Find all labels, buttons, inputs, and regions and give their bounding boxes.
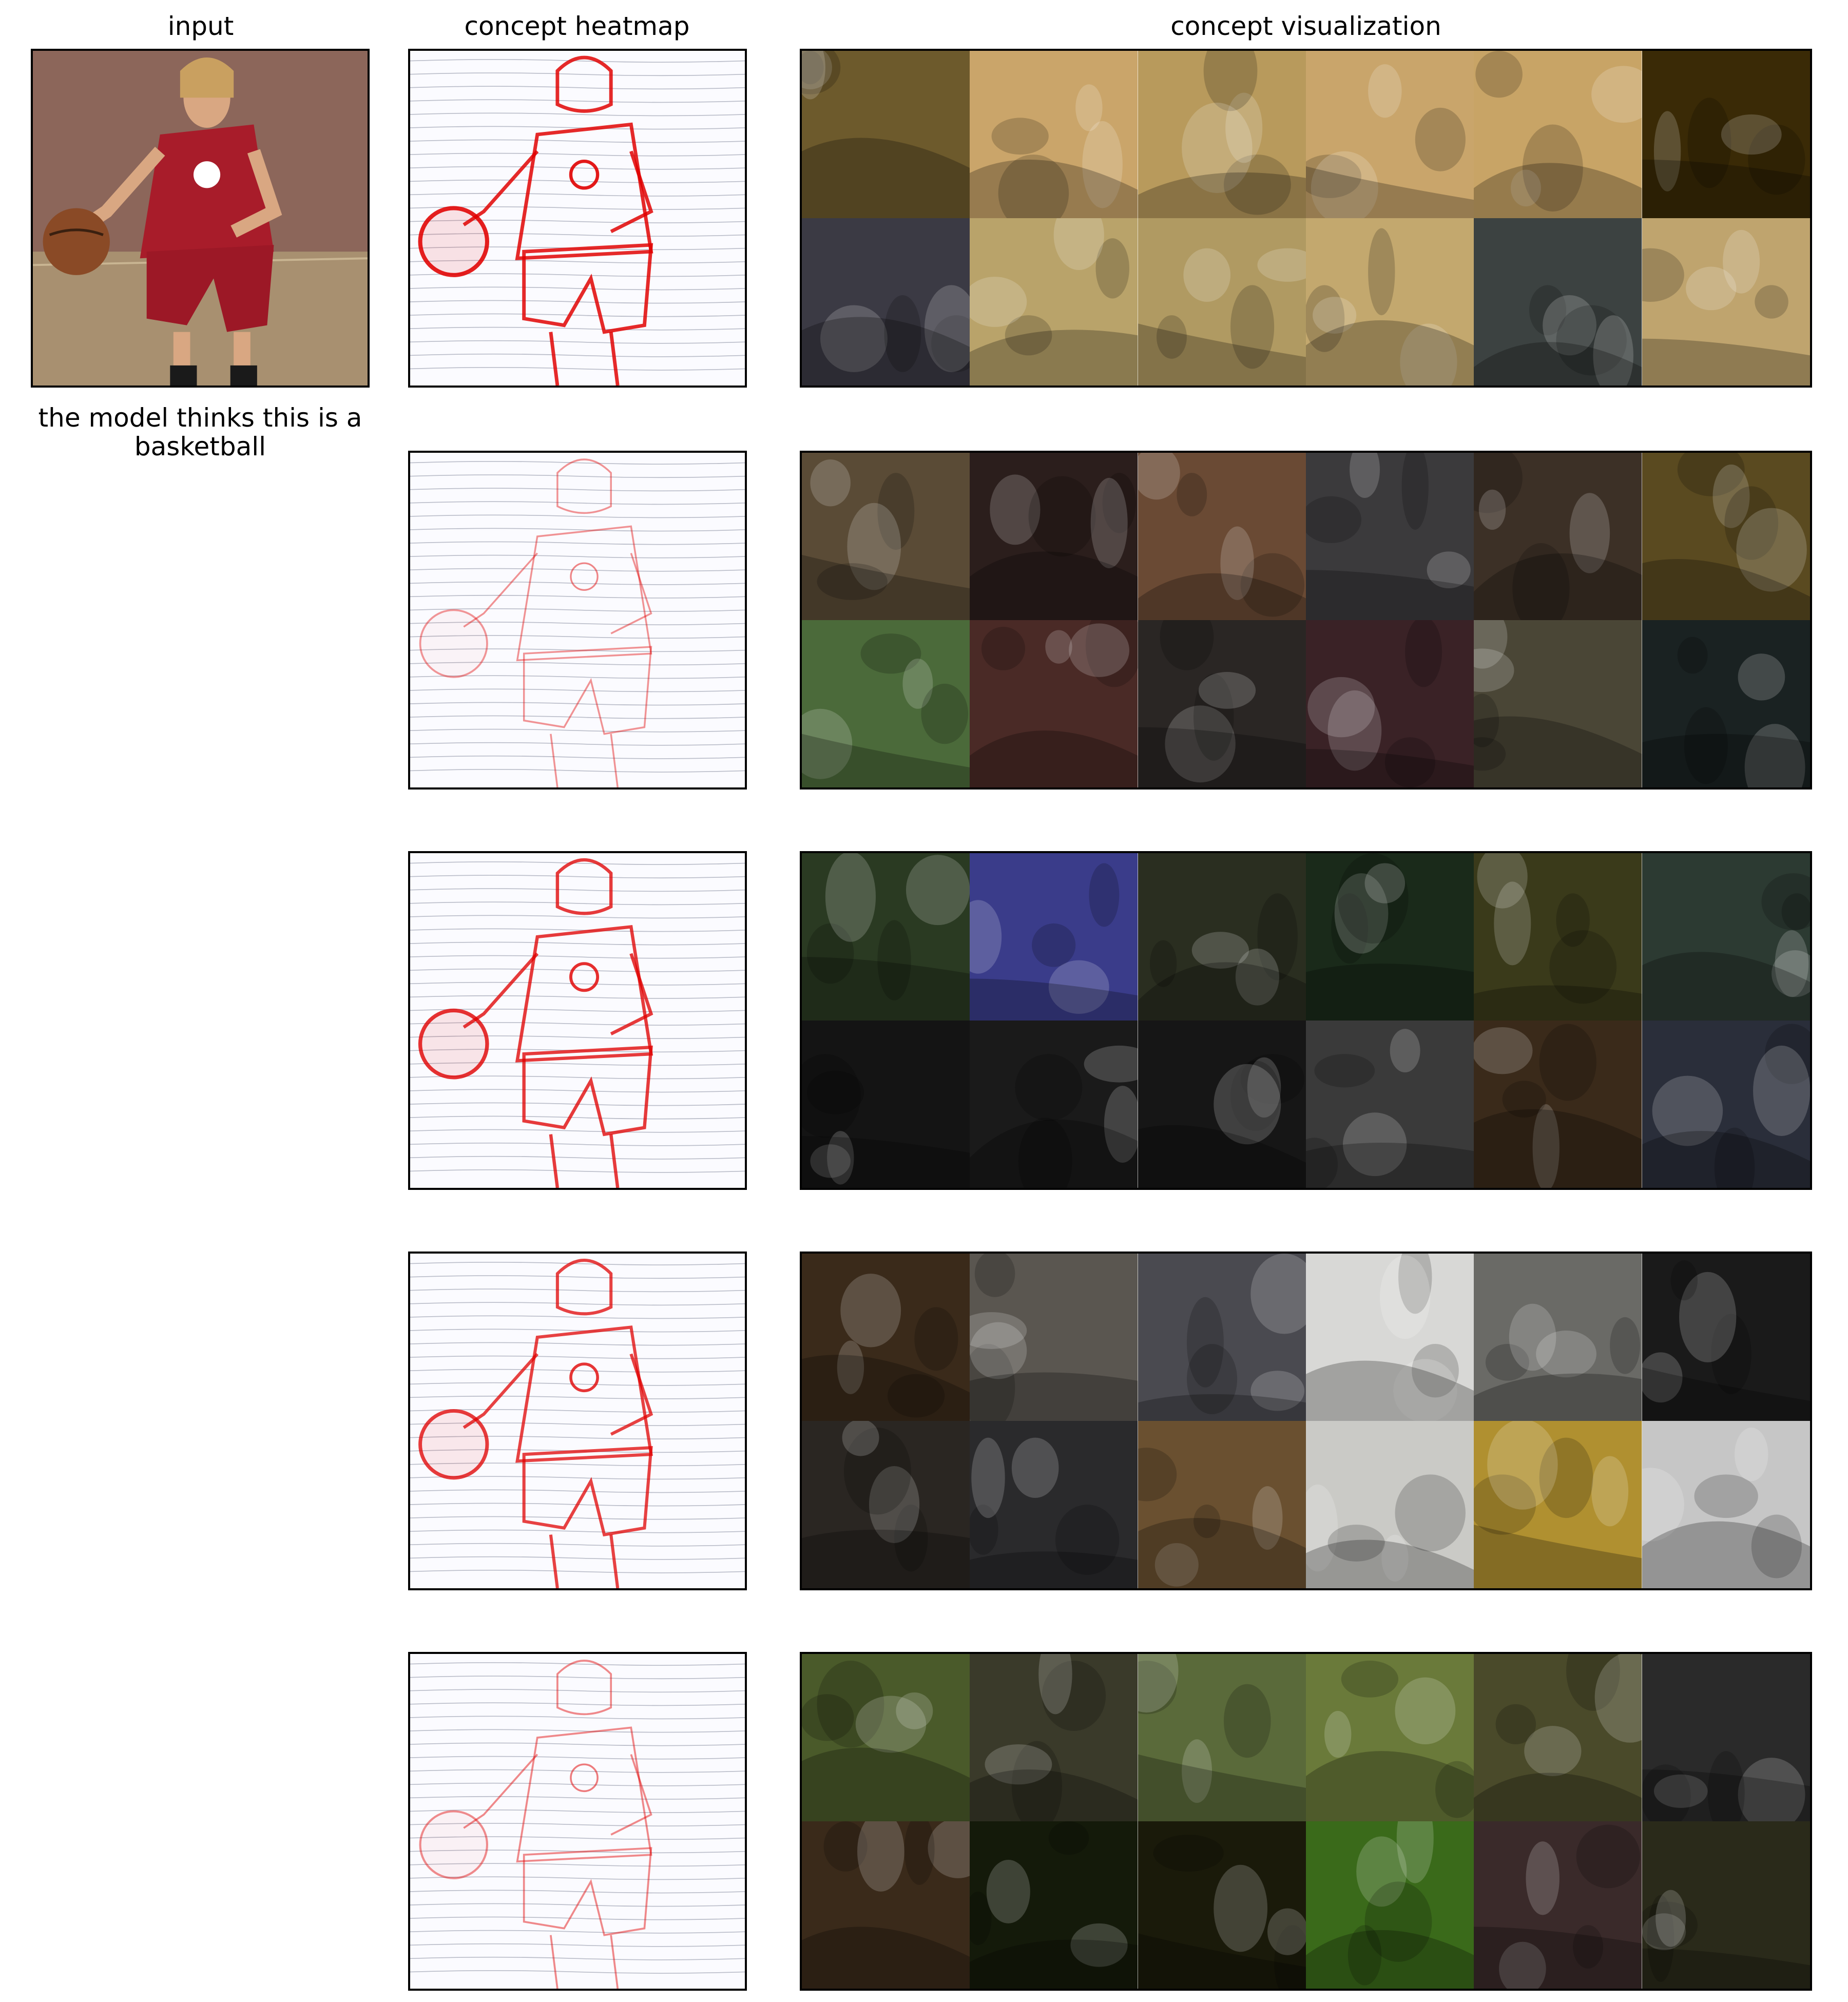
concept-example-image (802, 853, 970, 1021)
concept-example-image (1474, 1421, 1642, 1588)
concept-heatmap-3 (408, 851, 747, 1190)
concept-example-image (1138, 51, 1306, 218)
concept-example-image (1642, 1254, 1810, 1421)
concept-example-image (802, 1654, 970, 1821)
concept-example-image (1138, 218, 1306, 386)
concept-example-image (1642, 1821, 1810, 1989)
concept-example-image (1306, 51, 1474, 218)
concept-example-image (1306, 1421, 1474, 1588)
concept-example-image (1474, 51, 1642, 218)
prediction-caption: the model thinks this is a basketball (38, 403, 362, 461)
concept-visualization-1 (800, 49, 1812, 388)
concept-example-image (802, 620, 970, 787)
concept-example-image (1642, 51, 1810, 218)
concept-example-image (1138, 453, 1306, 620)
concept-visualization-2 (800, 451, 1812, 790)
concept-example-image (1642, 1421, 1810, 1588)
concept-example-image (1474, 453, 1642, 620)
concept-example-image (1642, 853, 1810, 1021)
concept-example-image (802, 218, 970, 386)
concept-example-image (1138, 1654, 1306, 1821)
concept-visualization-4 (800, 1252, 1812, 1590)
concept-example-image (1642, 218, 1810, 386)
concept-example-image (802, 51, 970, 218)
concept-example-image (1474, 620, 1642, 787)
concept-heatmap-1 (408, 49, 747, 388)
input-column-title: input (167, 11, 234, 41)
concept-example-image (1642, 620, 1810, 787)
concept-example-image (1306, 853, 1474, 1021)
concept-example-image (1474, 853, 1642, 1021)
concept-example-image (970, 453, 1138, 620)
concept-example-image (802, 453, 970, 620)
concept-example-image (1474, 1821, 1642, 1989)
concept-example-image (970, 1654, 1138, 1821)
concept-example-image (1306, 1821, 1474, 1989)
concept-example-image (1138, 1821, 1306, 1989)
concept-example-image (1138, 1021, 1306, 1188)
concept-example-image (970, 1821, 1138, 1989)
concept-example-image (802, 1421, 970, 1588)
concept-example-image (802, 1021, 970, 1188)
concept-example-image (970, 1421, 1138, 1588)
concept-visualization-5 (800, 1652, 1812, 1991)
concept-example-image (970, 51, 1138, 218)
concept-example-image (1306, 1254, 1474, 1421)
concept-visualization-3 (800, 851, 1812, 1190)
concept-example-image (1306, 1021, 1474, 1188)
concept-example-image (970, 620, 1138, 787)
concept-heatmap-5 (408, 1652, 747, 1991)
concept-example-image (1306, 218, 1474, 386)
concept-example-image (1306, 453, 1474, 620)
concept-example-image (1474, 1654, 1642, 1821)
concept-example-image (1642, 1654, 1810, 1821)
concept-example-image (1138, 620, 1306, 787)
concept-example-image (1138, 1421, 1306, 1588)
visualization-column-title: concept visualization (1170, 11, 1441, 41)
concept-heatmap-4 (408, 1252, 747, 1590)
concept-example-image (970, 1254, 1138, 1421)
concept-example-image (1138, 1254, 1306, 1421)
concept-example-image (1642, 1021, 1810, 1188)
concept-example-image (970, 853, 1138, 1021)
input-image (31, 49, 370, 388)
concept-example-image (1474, 218, 1642, 386)
concept-example-image (802, 1254, 970, 1421)
concept-example-image (1138, 853, 1306, 1021)
heatmap-column-title: concept heatmap (464, 11, 690, 41)
concept-example-image (1306, 620, 1474, 787)
concept-example-image (1474, 1254, 1642, 1421)
concept-heatmap-2 (408, 451, 747, 790)
concept-example-image (802, 1821, 970, 1989)
concept-example-image (1474, 1021, 1642, 1188)
concept-example-image (970, 1021, 1138, 1188)
concept-example-image (1306, 1654, 1474, 1821)
concept-example-image (1642, 453, 1810, 620)
concept-example-image (970, 218, 1138, 386)
